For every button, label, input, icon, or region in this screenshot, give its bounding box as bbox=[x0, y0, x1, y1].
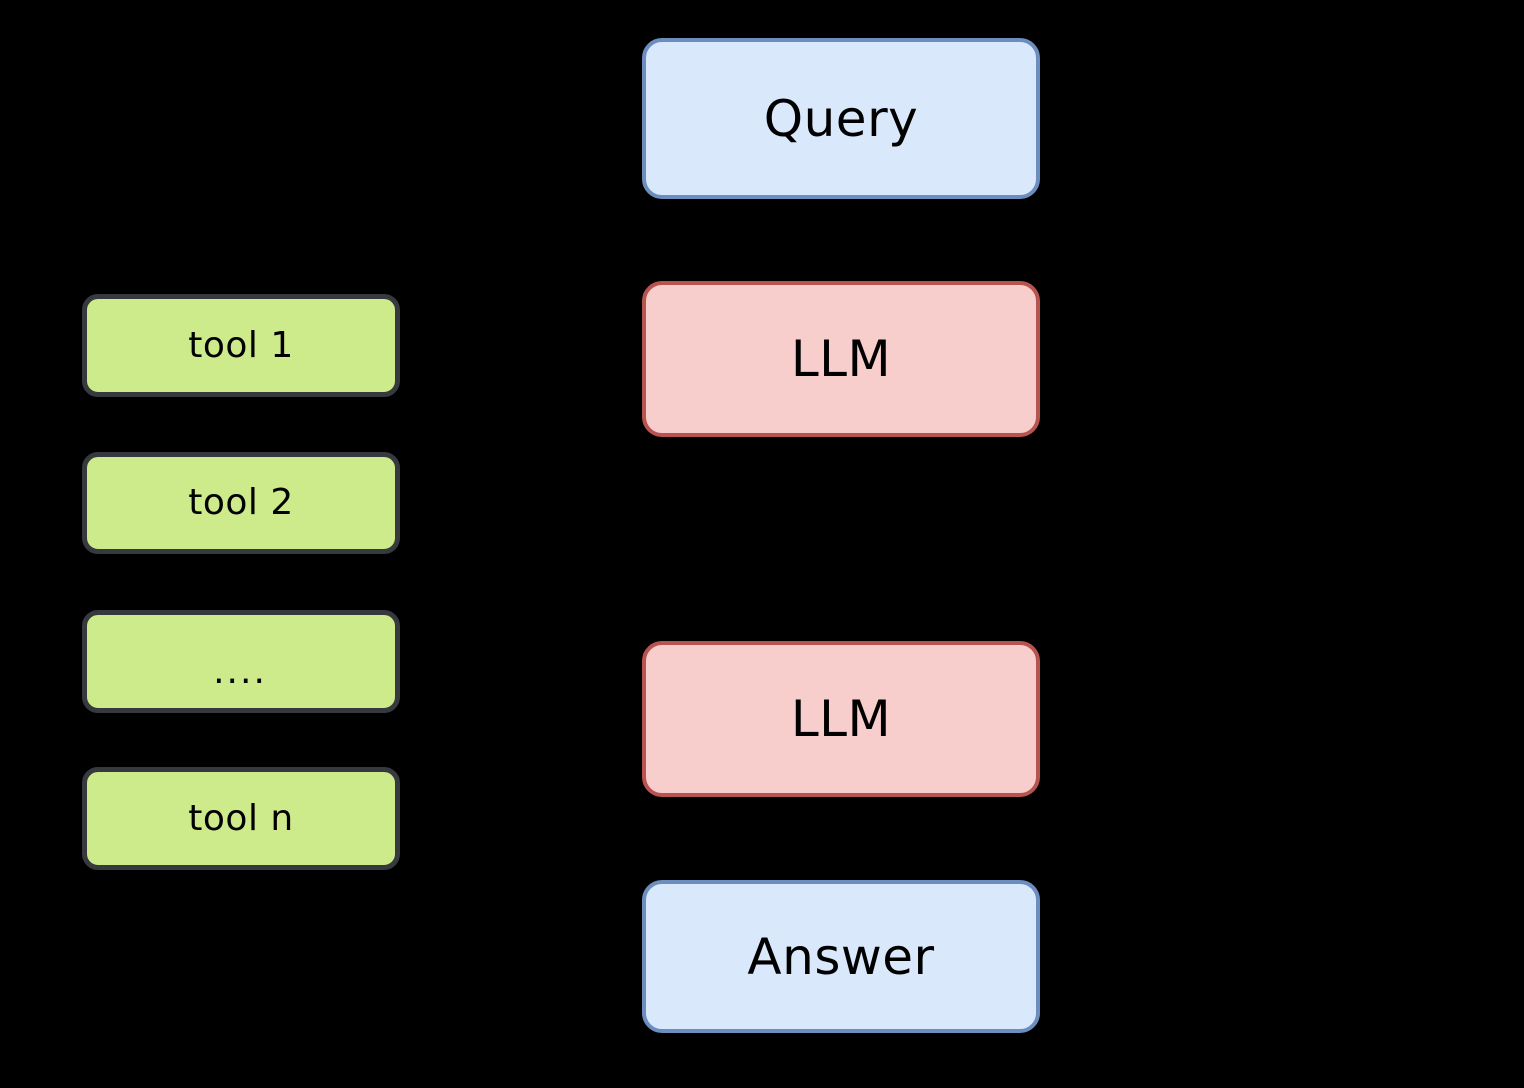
node-tool-n-label: tool n bbox=[188, 797, 294, 839]
node-answer-label: Answer bbox=[747, 927, 935, 986]
node-tool-1[interactable]: tool 1 bbox=[82, 294, 400, 397]
node-llm-2[interactable]: LLM bbox=[642, 641, 1040, 797]
node-query-label: Query bbox=[763, 89, 919, 148]
node-tool-ellipsis-label: .... bbox=[213, 650, 267, 692]
node-query[interactable]: Query bbox=[642, 38, 1040, 199]
node-tool-1-label: tool 1 bbox=[188, 324, 294, 366]
node-llm-1-label: LLM bbox=[790, 330, 892, 388]
node-tool-2[interactable]: tool 2 bbox=[82, 452, 400, 554]
node-llm-1[interactable]: LLM bbox=[642, 281, 1040, 437]
node-llm-2-label: LLM bbox=[790, 690, 892, 748]
node-answer[interactable]: Answer bbox=[642, 880, 1040, 1033]
node-tool-n[interactable]: tool n bbox=[82, 767, 400, 870]
node-tool-ellipsis[interactable]: .... bbox=[82, 610, 400, 713]
node-tool-2-label: tool 2 bbox=[188, 482, 294, 523]
